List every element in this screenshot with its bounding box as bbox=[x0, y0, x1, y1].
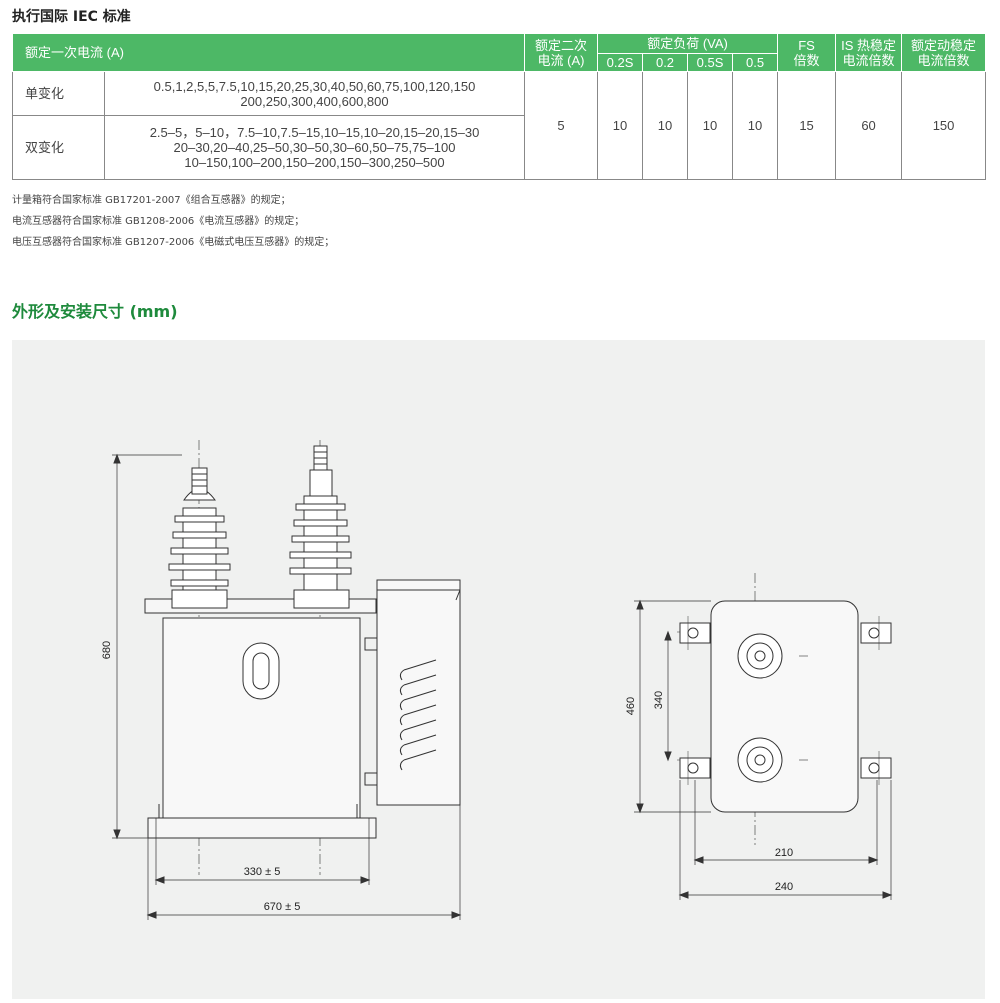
row-values-single: 0.5,1,2,5,5,7.5,10,15,20,25,30,40,50,60,… bbox=[103, 71, 526, 116]
dim-670-label: 670 ± 5 bbox=[264, 901, 301, 913]
section-title: 外形及安装尺寸 (mm) bbox=[12, 302, 178, 321]
cell-load-0-2S: 10 bbox=[597, 71, 644, 180]
cell-load-0-5: 10 bbox=[732, 71, 779, 180]
dimension-drawing: 680 330 ± 5 670 ± 5 460 340 210 240 bbox=[12, 340, 985, 999]
dim-210-label: 210 bbox=[775, 847, 793, 859]
header-load-0-2S: 0.2S bbox=[597, 53, 644, 72]
header-rated-primary: 额定一次电流 (A) bbox=[11, 33, 526, 72]
note-line: 电压互感器符合国家标准 GB1207-2006《电磁式电压互感器》的规定； bbox=[12, 237, 335, 248]
row-values-dual: 2.5–5，5–10，7.5–10,7.5–15,10–15,10–20,15–… bbox=[103, 115, 526, 180]
row-label-dual: 双变化 bbox=[12, 115, 105, 180]
cell-secondary: 5 bbox=[524, 71, 599, 180]
dim-680-label: 680 bbox=[101, 641, 113, 659]
dim-460-label: 460 bbox=[625, 697, 637, 715]
dim-240-label: 240 bbox=[775, 881, 793, 893]
header-dynamic: 额定动稳定电流倍数 bbox=[901, 33, 987, 72]
cell-is: 60 bbox=[835, 71, 903, 180]
note-line: 计量箱符合国家标准 GB17201-2007《组合互感器》的规定； bbox=[12, 195, 291, 206]
header-is: IS 热稳定电流倍数 bbox=[835, 33, 903, 72]
row-label-single: 单变化 bbox=[12, 71, 105, 116]
dim-340-label: 340 bbox=[653, 691, 665, 709]
header-rated-load: 额定负荷 (VA) bbox=[597, 33, 779, 54]
header-rated-secondary: 额定二次电流 (A) bbox=[524, 33, 599, 72]
cell-dynamic: 150 bbox=[901, 71, 987, 180]
cell-load-0-5S: 10 bbox=[687, 71, 734, 180]
header-load-0-2: 0.2 bbox=[642, 53, 689, 72]
note-line: 电流互感器符合国家标准 GB1208-2006《电流互感器》的规定； bbox=[12, 216, 305, 227]
header-load-0-5: 0.5 bbox=[732, 53, 779, 72]
standards-notes: 计量箱符合国家标准 GB17201-2007《组合互感器》的规定； 电流互感器符… bbox=[12, 190, 334, 253]
dim-330-label: 330 ± 5 bbox=[244, 866, 281, 878]
standard-title: 执行国际 IEC 标准 bbox=[12, 9, 131, 25]
cell-fs: 15 bbox=[777, 71, 837, 180]
drawing-svg: 680 330 ± 5 670 ± 5 460 340 210 240 bbox=[101, 440, 893, 920]
cell-load-0-2: 10 bbox=[642, 71, 689, 180]
header-load-0-5S: 0.5S bbox=[687, 53, 734, 72]
